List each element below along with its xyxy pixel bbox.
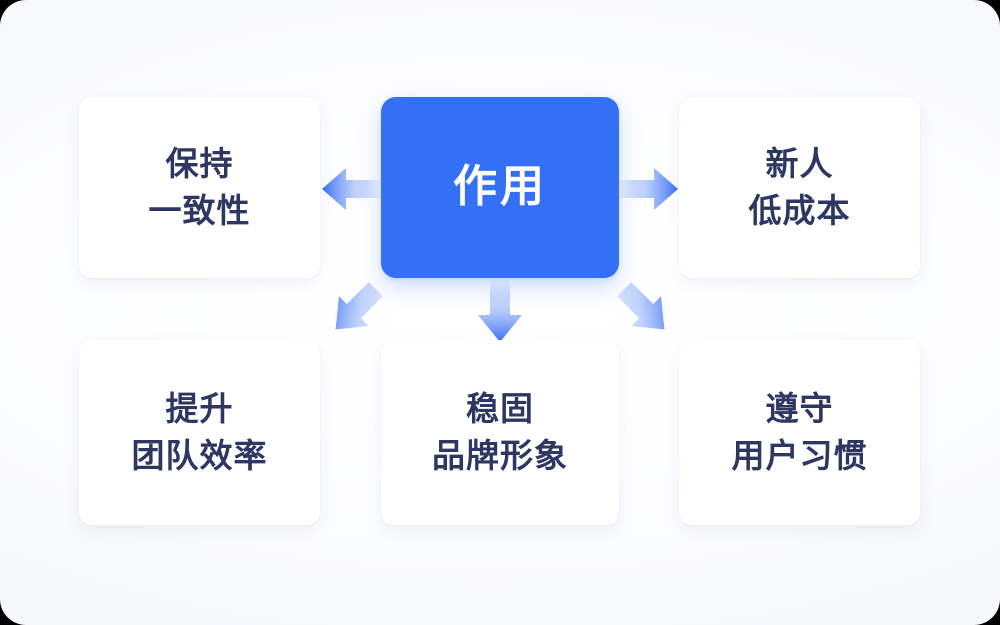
center-label: 作用 (453, 162, 547, 212)
node-card-bottom-center[interactable]: 稳固 品牌形象 (381, 340, 619, 525)
node-label-line1: 提升 (165, 389, 234, 427)
node-card-bottom-left[interactable]: 提升 团队效率 (79, 340, 320, 525)
node-label-line1: 保持 (165, 144, 234, 182)
arrow-down-icon (474, 280, 526, 342)
arrow-right-icon (618, 163, 678, 215)
node-label-line2: 一致性 (148, 191, 251, 229)
node-label-line1: 稳固 (466, 389, 534, 427)
node-label-line1: 新人 (765, 144, 834, 182)
node-label-line2: 品牌形象 (432, 436, 568, 474)
arrow-left-icon (322, 163, 382, 215)
node-label-line2: 用户习惯 (731, 436, 868, 474)
node-card-top-left[interactable]: 保持 一致性 (79, 97, 320, 278)
node-card-center[interactable]: 作用 (381, 97, 619, 278)
arrow-down-right-icon (613, 278, 675, 340)
node-label-line1: 遵守 (765, 389, 834, 427)
node-card-bottom-right[interactable]: 遵守 用户习惯 (679, 340, 920, 525)
arrow-down-left-icon (325, 278, 387, 340)
node-label-line2: 低成本 (748, 191, 851, 229)
node-label-line2: 团队效率 (131, 436, 268, 474)
node-card-top-right[interactable]: 新人 低成本 (679, 97, 920, 278)
